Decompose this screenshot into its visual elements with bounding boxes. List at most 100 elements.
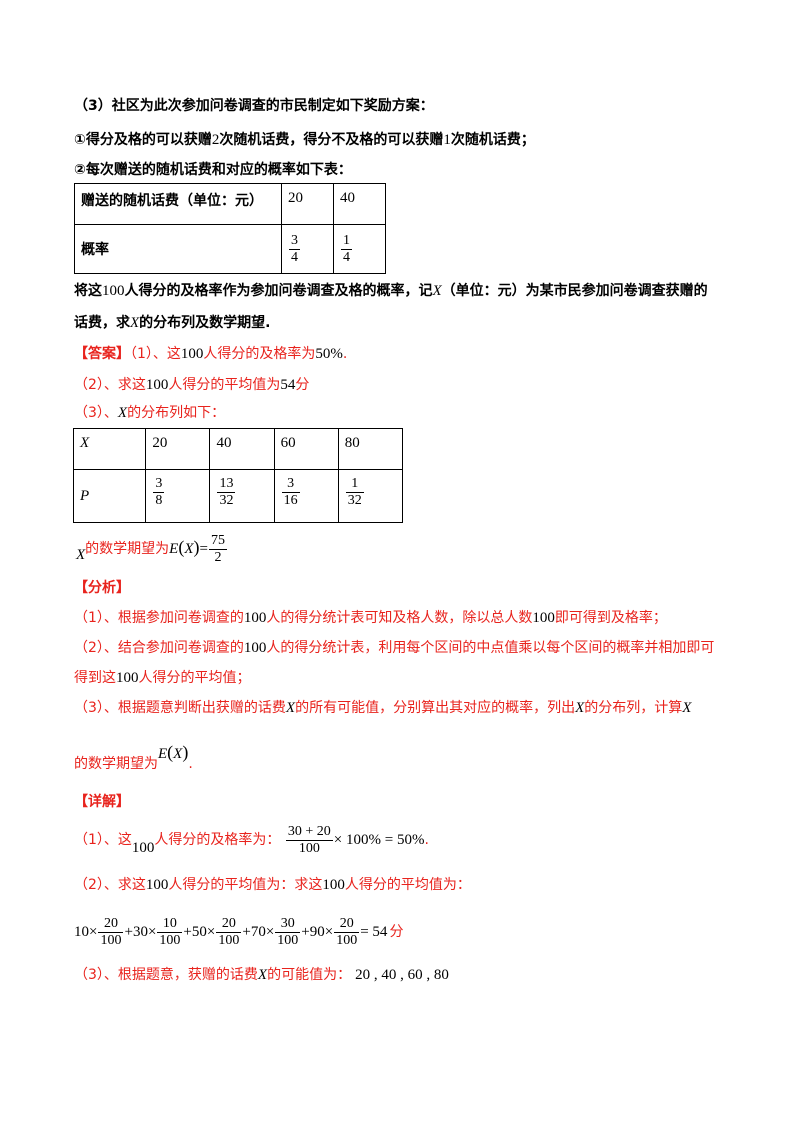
number: 100 (145, 877, 169, 893)
text: 的数学期望为 (85, 541, 170, 557)
text: 人得分的平均值为 (168, 377, 281, 393)
answer-tag: 【答案】 (74, 346, 130, 362)
number: 2 (211, 132, 220, 148)
text: 话费，求 (74, 315, 130, 331)
plus-sign: + (301, 924, 310, 940)
detail-line-4: （3）、根据题意，获赠的话费X的可能值为：20 , 40 , 60 , 80 (74, 965, 449, 985)
variable: X (575, 700, 585, 716)
text: 次随机话费； (450, 132, 535, 148)
number: 100 (243, 610, 267, 626)
text: （3）、 (74, 405, 118, 421)
denominator: 8 (155, 493, 163, 508)
problem-line-4: 将这100人得分的及格率作为参加问卷调查及格的概率，记X（单位：元）为某市民参加… (74, 281, 708, 301)
numerator: 3 (153, 476, 165, 493)
paren: ) (193, 537, 200, 557)
detail-line-2: （2）、求这100人得分的平均值为：求这100人得分的平均值为： (74, 875, 471, 895)
detail-tag: 【详解】 (74, 794, 130, 810)
text: 将这 (74, 283, 102, 299)
times-sign: × (89, 924, 98, 940)
variable: X (432, 283, 442, 299)
paren: ( (167, 742, 174, 762)
problem-line-1: （3）社区为此次参加问卷调查的市民制定如下奖励方案： (74, 96, 434, 116)
text: 的所有可能值，分别算出其对应的概率，列出 (295, 700, 576, 716)
math-text: × 100% = 50% (333, 832, 425, 848)
numerator: 20 (334, 916, 360, 933)
text: 人得分的及格率为 (203, 346, 316, 362)
numerator: 20 (98, 916, 124, 933)
denominator: 100 (298, 840, 320, 856)
number: 50 (191, 924, 207, 940)
variable: X (76, 547, 86, 563)
variable: X (130, 315, 140, 331)
numerator: 10 (157, 916, 183, 933)
text: （2）、结合参加问卷调查的 (74, 640, 244, 656)
text: 人得分的平均值； (138, 670, 251, 686)
distribution-row-x: X 20 40 60 80 (72, 428, 404, 470)
variable: X (285, 700, 296, 716)
paren: ( (178, 537, 185, 557)
text: 人得分的平均值为：求这 (168, 877, 323, 893)
text: 次随机话费，得分不及格的可以获赠 (219, 132, 444, 148)
result: = 54 (360, 924, 388, 940)
denominator: 100 (100, 932, 122, 948)
paren: ) (182, 742, 189, 762)
analysis-line-3b: 的数学期望为E(X). (74, 742, 193, 774)
text: （1）、这 (130, 346, 181, 362)
text: 的分布列，计算 (584, 700, 683, 716)
numerator: 30 + 20 (285, 823, 333, 841)
analysis-line-2b: 得到这100人得分的平均值； (74, 668, 251, 688)
number: 100 (243, 640, 267, 656)
text: （3）、根据题意，获赠的话费 (74, 967, 258, 983)
problem-line-5: 话费，求X的分布列及数学期望. (74, 313, 271, 333)
dist-x-label: X (72, 428, 147, 470)
plus-sign: + (242, 924, 251, 940)
dist-x-cell: 60 (273, 428, 339, 470)
number: 100 (102, 283, 125, 299)
text: 的可能值为： (267, 967, 352, 983)
denominator: 32 (219, 493, 234, 508)
text: . (188, 756, 193, 772)
text: （3）、根据题意判断出获赠的话费 (74, 700, 286, 716)
number: 100 (116, 670, 139, 686)
text: （2）、求这 (74, 377, 146, 393)
number: 10 (74, 924, 89, 940)
prize-value-cell: 40 (332, 183, 387, 225)
variable: E (169, 541, 179, 557)
equals: = (199, 541, 208, 557)
text: ①得分及格的可以获赠 (74, 132, 212, 148)
problem-line-1-text: （3）社区为此次参加问卷调查的市民制定如下奖励方案： (74, 98, 434, 114)
analysis-tag: 【分析】 (74, 580, 130, 596)
variable: E (158, 746, 168, 762)
numerator: 3 (288, 232, 300, 250)
answer-line-3: （3）、X的分布列如下： (74, 403, 225, 423)
text: . (342, 346, 348, 362)
variable: X (682, 700, 692, 716)
expectation-symbol: E(X) (158, 742, 188, 764)
text: 人得分的平均值为： (344, 877, 471, 893)
numerator: 20 (216, 916, 242, 933)
denominator: 32 (347, 493, 362, 508)
numerator: 1 (340, 232, 352, 250)
denominator: 100 (159, 932, 181, 948)
variable: X (117, 405, 128, 421)
plus-sign: + (183, 924, 192, 940)
plus-sign: + (124, 924, 133, 940)
dist-x-cell: 20 (145, 428, 211, 470)
